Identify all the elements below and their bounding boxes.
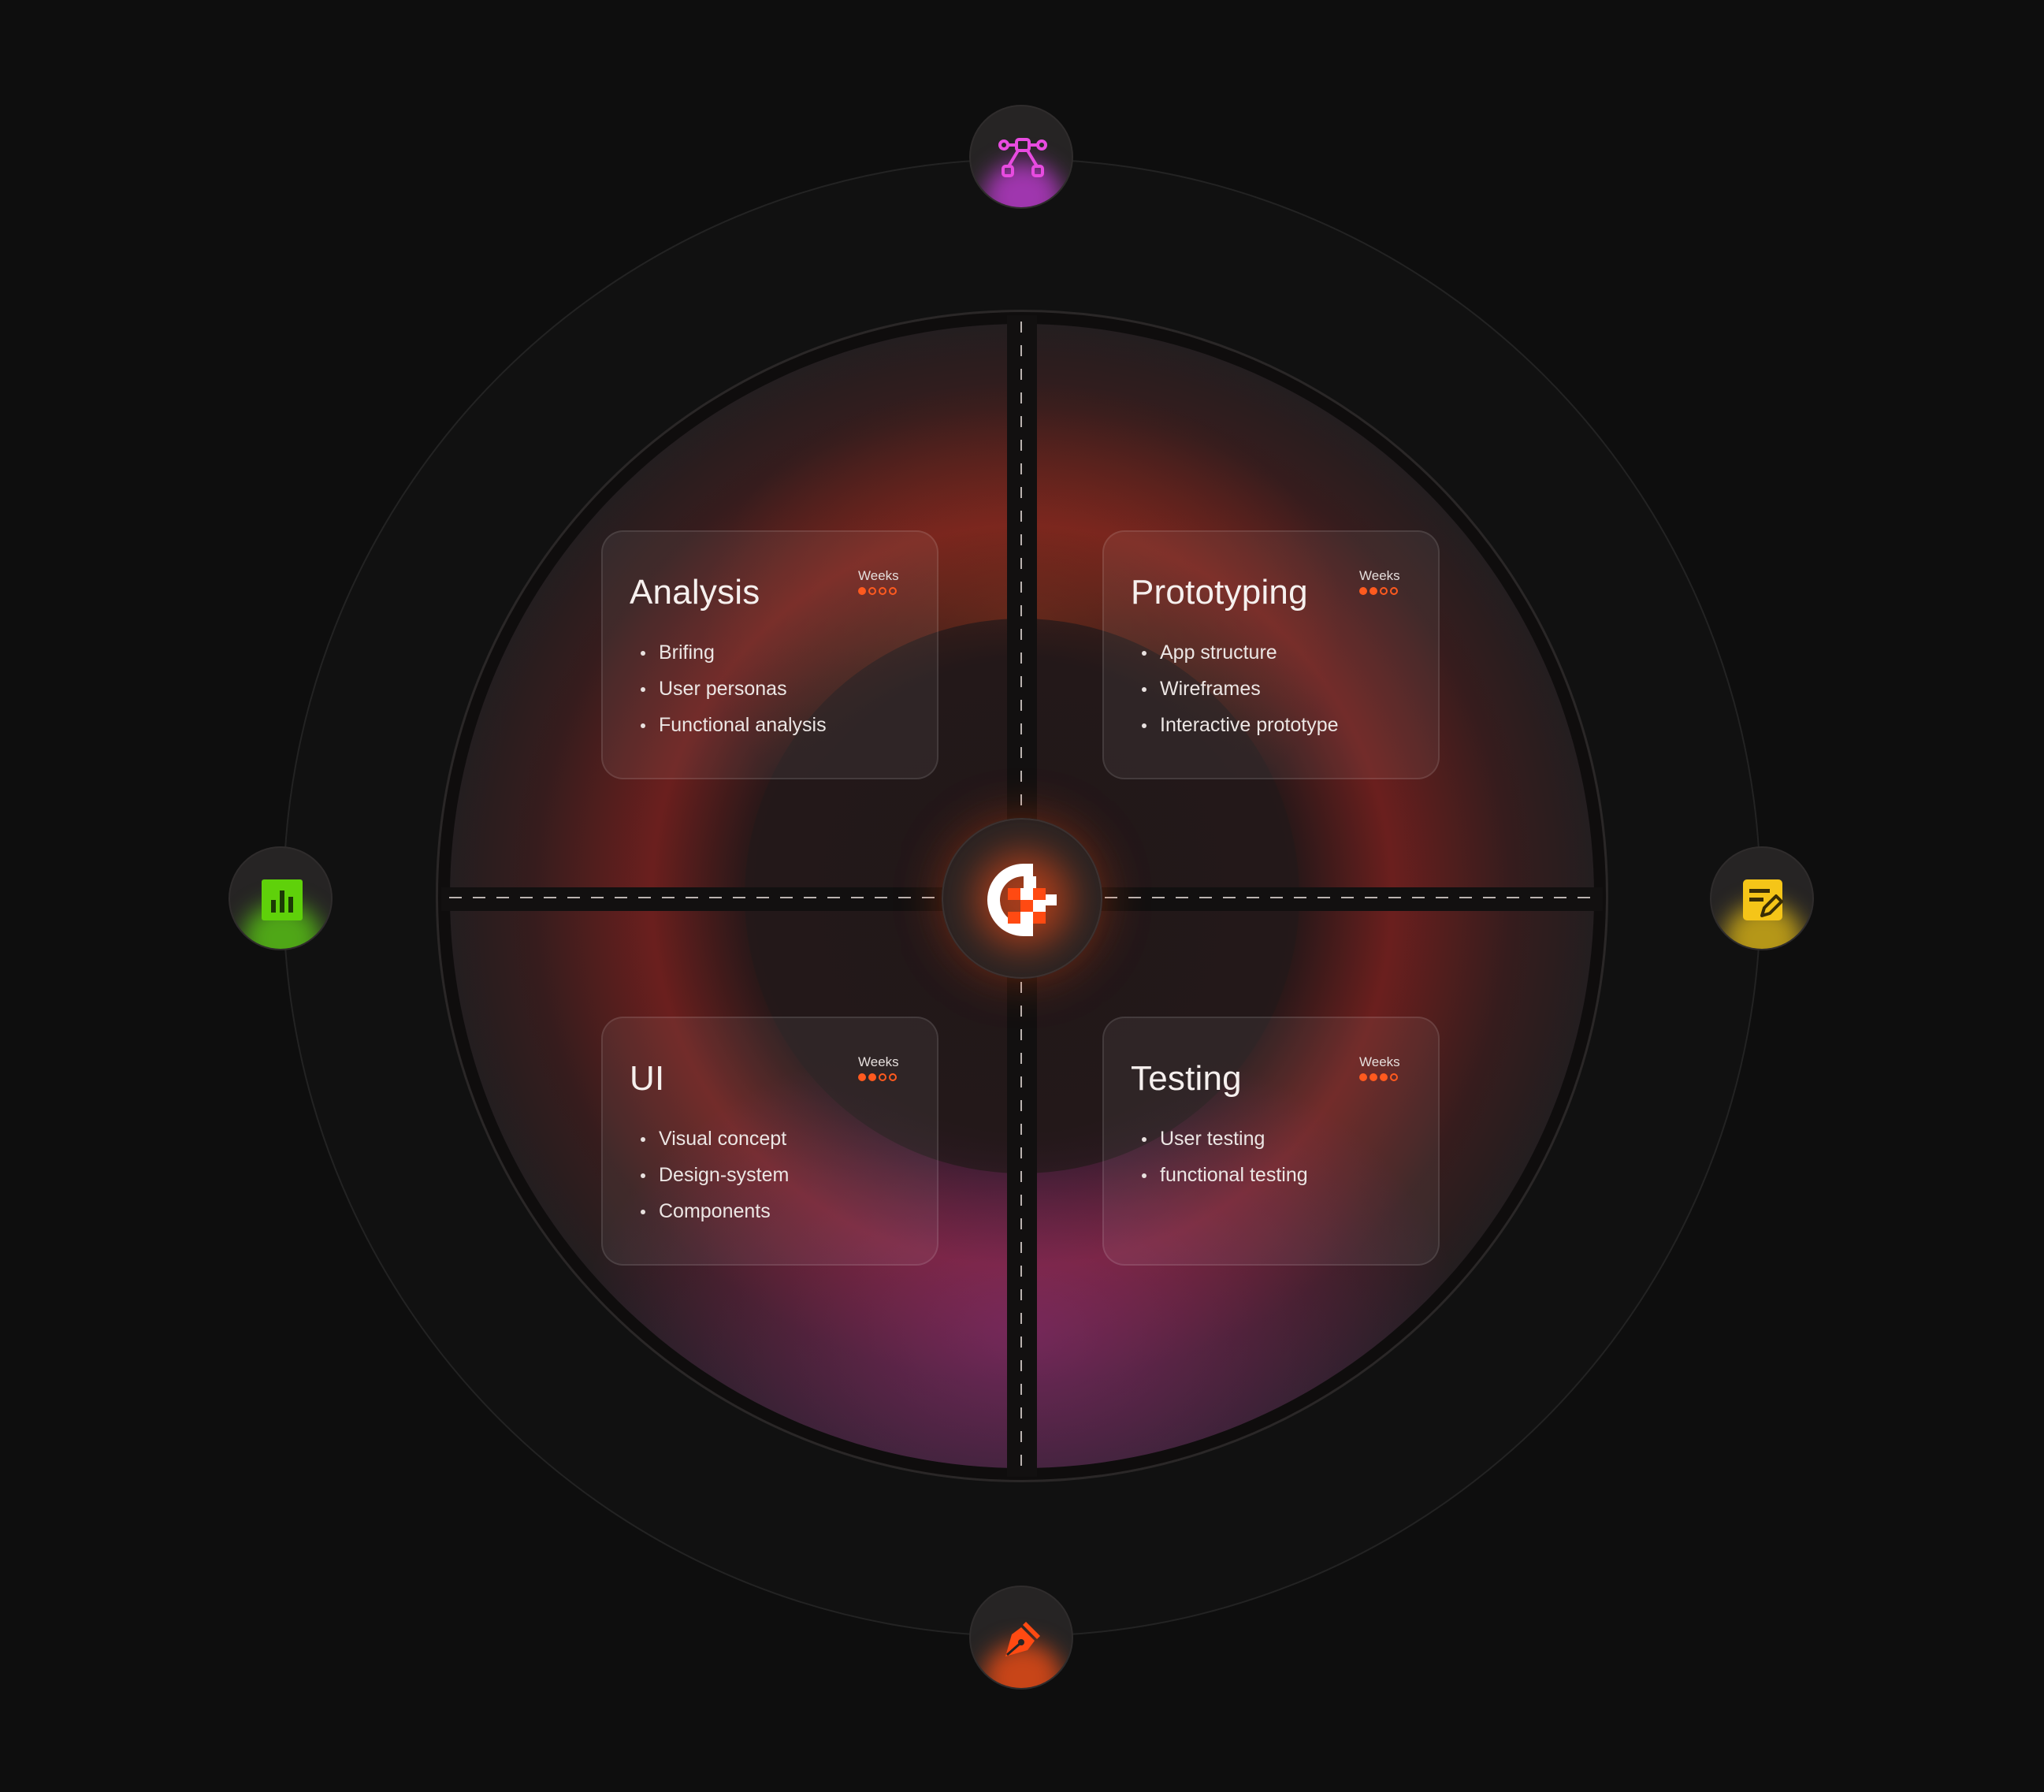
weeks-dots bbox=[858, 1073, 912, 1081]
week-dot-filled bbox=[858, 587, 866, 595]
weeks-label: Weeks bbox=[1359, 568, 1400, 583]
list-item: User personas bbox=[630, 671, 827, 707]
week-dot-empty bbox=[1390, 587, 1398, 595]
list-item: Interactive prototype bbox=[1131, 707, 1339, 743]
list-item: App structure bbox=[1131, 634, 1339, 671]
bar-chart-icon bbox=[262, 879, 303, 920]
week-dot-filled bbox=[1359, 587, 1367, 595]
weeks-dots bbox=[1359, 587, 1413, 595]
card-prototyping[interactable]: Prototyping Weeks App structure Wirefram… bbox=[1102, 530, 1440, 779]
pen-nib-icon bbox=[1005, 1622, 1040, 1656]
card-ui[interactable]: UI Weeks Visual concept Design-system Co… bbox=[601, 1017, 938, 1266]
task-list: Visual concept Design-system Components bbox=[630, 1121, 789, 1229]
list-item: Visual concept bbox=[630, 1121, 789, 1157]
weeks-label: Weeks bbox=[1359, 1054, 1400, 1069]
weeks-indicator: Weeks bbox=[858, 568, 912, 595]
list-item: Design-system bbox=[630, 1157, 789, 1193]
week-dot-filled bbox=[868, 1073, 876, 1081]
center-logo[interactable] bbox=[942, 818, 1102, 979]
week-dot-empty bbox=[868, 587, 876, 595]
node-right[interactable] bbox=[1710, 846, 1814, 950]
list-item: Components bbox=[630, 1193, 789, 1229]
weeks-dots bbox=[1359, 1073, 1413, 1081]
note-edit-icon bbox=[1743, 879, 1783, 920]
week-dot-empty bbox=[889, 1073, 897, 1081]
task-list: User testing functional testing bbox=[1131, 1121, 1308, 1193]
node-top[interactable] bbox=[969, 105, 1073, 209]
task-list: Brifing User personas Functional analysi… bbox=[630, 634, 827, 743]
logo-icon bbox=[987, 864, 1057, 936]
week-dot-empty bbox=[889, 587, 897, 595]
vector-path-icon bbox=[998, 138, 1047, 177]
list-item: Brifing bbox=[630, 634, 827, 671]
week-dot-empty bbox=[1380, 587, 1388, 595]
list-item: Wireframes bbox=[1131, 671, 1339, 707]
card-title: Testing bbox=[1131, 1059, 1242, 1098]
card-analysis[interactable]: Analysis Weeks Brifing User personas Fun… bbox=[601, 530, 938, 779]
week-dot-empty bbox=[879, 1073, 886, 1081]
weeks-label: Weeks bbox=[858, 1054, 899, 1069]
weeks-label: Weeks bbox=[858, 568, 899, 583]
list-item: Functional analysis bbox=[630, 707, 827, 743]
week-dot-empty bbox=[1390, 1073, 1398, 1081]
card-title: Analysis bbox=[630, 573, 760, 612]
week-dot-filled bbox=[1359, 1073, 1367, 1081]
task-list: App structure Wireframes Interactive pro… bbox=[1131, 634, 1339, 743]
card-title: Prototyping bbox=[1131, 573, 1308, 612]
weeks-indicator: Weeks bbox=[1359, 568, 1413, 595]
list-item: User testing bbox=[1131, 1121, 1308, 1157]
weeks-indicator: Weeks bbox=[1359, 1054, 1413, 1081]
week-dot-empty bbox=[879, 587, 886, 595]
weeks-dots bbox=[858, 587, 912, 595]
card-title: UI bbox=[630, 1059, 665, 1098]
week-dot-filled bbox=[1380, 1073, 1388, 1081]
card-testing[interactable]: Testing Weeks User testing functional te… bbox=[1102, 1017, 1440, 1266]
list-item: functional testing bbox=[1131, 1157, 1308, 1193]
node-bottom[interactable] bbox=[969, 1586, 1073, 1690]
week-dot-filled bbox=[858, 1073, 866, 1081]
node-left[interactable] bbox=[229, 846, 333, 950]
week-dot-filled bbox=[1369, 1073, 1377, 1081]
weeks-indicator: Weeks bbox=[858, 1054, 912, 1081]
week-dot-filled bbox=[1369, 587, 1377, 595]
